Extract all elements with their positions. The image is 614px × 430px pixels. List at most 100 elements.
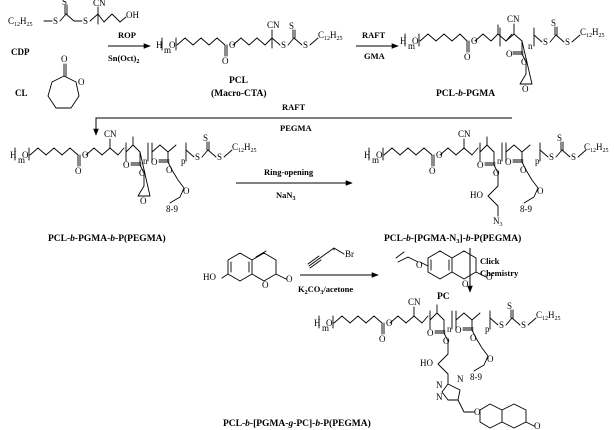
coumarin-ho: HO: [203, 272, 216, 282]
final-s3: S: [521, 320, 526, 330]
pc-ring-o: O: [462, 279, 469, 289]
final-o6: O: [455, 325, 462, 335]
pcl-o1: O: [169, 40, 176, 50]
pc-label: PC: [437, 292, 450, 302]
final-o3: O: [379, 334, 386, 344]
azide-h: H: [364, 150, 371, 160]
ring-opening-label: Ring-opening: [264, 167, 314, 177]
hydroxycoumarin-structure: HO O O: [203, 250, 293, 290]
click-chemistry-step: Click Chemistry: [467, 248, 519, 293]
azide-c12h25: C12H25: [584, 142, 609, 154]
gma-label: GMA: [364, 51, 386, 61]
ppegma-o3: O: [75, 166, 82, 176]
propargyl-bromide-structure: Br: [307, 247, 354, 269]
pcl-b-pgma-b-ppegma-label: PCL-b-PGMA-b-P(PEGMA): [48, 233, 166, 244]
ppegma-n: n: [143, 156, 148, 166]
macro-cta-label: (Macro-CTA): [211, 88, 267, 99]
final-rep: 8-9: [470, 372, 482, 382]
pcl-b-pgma-structure: H m O O O CN n O O O S S S C12H25 PCL-b-…: [400, 14, 605, 99]
ppegma-h: H: [10, 150, 17, 160]
azide-s1: S: [549, 152, 554, 162]
ppegma-epoxide-o: O: [140, 196, 147, 206]
ring-opening-step: Ring-opening NaN3: [236, 167, 353, 202]
cdp-oh: OH: [126, 10, 139, 20]
rop-label: ROP: [118, 30, 136, 40]
pgma-o5: O: [521, 57, 528, 67]
azide-rep: 8-9: [520, 204, 532, 214]
pgma-cn: CN: [507, 14, 520, 24]
pcl-macro-cta-structure: H m O O O CN S S S C12H25 PCL (Macro-CTA…: [156, 20, 343, 99]
pgma-h: H: [400, 36, 407, 46]
pcl-b-pgma-n3-b-ppegma-label: PCL-b-[PGMA-N3]-b-P(PEGMA): [384, 233, 521, 245]
ppegma-m: m: [18, 155, 25, 165]
pgma-s2: S: [551, 18, 556, 28]
final-triazole-n2: N: [436, 392, 443, 402]
cl-structure: O O CL: [15, 54, 85, 109]
cl-ring-o: O: [78, 77, 85, 87]
propargyl-br: Br: [345, 249, 354, 259]
final-triazole-n1: N: [436, 380, 443, 390]
pcl-s3: S: [303, 40, 308, 50]
ppegma-s3: S: [217, 152, 222, 162]
pc-carbonyl-o: O: [486, 272, 493, 282]
pgma-epoxide-o: O: [522, 84, 529, 94]
pgma-m: m: [408, 41, 415, 51]
chemistry-label: Chemistry: [480, 268, 519, 278]
pcl-cn: CN: [267, 20, 280, 30]
azide-ho: HO: [470, 190, 483, 200]
ppegma-o5: O: [139, 168, 146, 178]
k2co3-label: K2CO3/acetone: [298, 284, 353, 296]
rop-step: ROP Sn(Oct)2: [108, 30, 151, 65]
azide-o1: O: [376, 150, 383, 160]
pcl-o2: O: [229, 40, 236, 50]
ppegma-s1: S: [195, 152, 200, 162]
final-o7: O: [470, 333, 477, 343]
pc-ether-o: O: [416, 260, 423, 270]
final-m: m: [322, 323, 329, 333]
azide-o3: O: [429, 166, 436, 176]
final-triazole-n3: N: [457, 374, 464, 384]
pgma-o2: O: [471, 36, 478, 46]
cdp-s2: S: [62, 0, 67, 7]
final-coumarin-o: O: [534, 421, 541, 430]
ppegma-c12h25: C12H25: [232, 142, 257, 154]
azide-o4: O: [477, 160, 484, 170]
ppegma-o4: O: [123, 160, 130, 170]
pcl-h: H: [156, 40, 163, 50]
azide-s2: S: [557, 133, 562, 143]
azide-m: m: [372, 155, 379, 165]
final-ho: HO: [420, 358, 433, 368]
final-o1: O: [326, 318, 333, 328]
pgma-o3: O: [464, 52, 471, 62]
final-product-label: PCL-b-[PGMA-g-PC]-b-P(PEGMA): [223, 418, 371, 429]
final-o2: O: [386, 318, 393, 328]
cdp-label: CDP: [11, 47, 30, 57]
pcl-b-pgma-label: PCL-b-PGMA: [436, 89, 495, 99]
azide-o5: O: [493, 168, 500, 178]
final-h: H: [314, 318, 321, 328]
pgma-n: n: [528, 41, 533, 51]
azide-o6: O: [505, 157, 512, 167]
pcl-s2: S: [289, 21, 294, 31]
raft-pegma-step: RAFT PEGMA: [93, 102, 512, 136]
final-o8: O: [487, 354, 494, 364]
pcl-label: PCL: [229, 76, 248, 86]
coumarin-carbonyl-o: O: [286, 274, 293, 284]
pcl-o3: O: [222, 56, 229, 66]
ppegma-rep: 8-9: [166, 204, 178, 214]
azide-p: p: [535, 156, 540, 166]
click-label: Click: [480, 256, 500, 266]
azide-n3: N3: [493, 216, 503, 228]
raft1-label: RAFT: [362, 30, 385, 40]
cdp-s3: S: [83, 16, 88, 26]
ppegma-p: p: [181, 156, 186, 166]
ppegma-o7: O: [166, 165, 173, 175]
pcl-b-pgma-n3-b-ppegma-structure: H m O O O CN n O O HO N3 p O O O 8-9 S S…: [364, 129, 609, 245]
ppegma-s2: S: [203, 133, 208, 143]
pc-structure: O O O PC: [395, 250, 493, 302]
azide-s3: S: [571, 152, 576, 162]
cdp-s1: S: [53, 16, 58, 26]
final-n: n: [447, 324, 452, 334]
pcl-b-pgma-b-ppegma-structure: H m O O O CN n O O O p O O O 8-9 S S S C…: [10, 129, 257, 244]
